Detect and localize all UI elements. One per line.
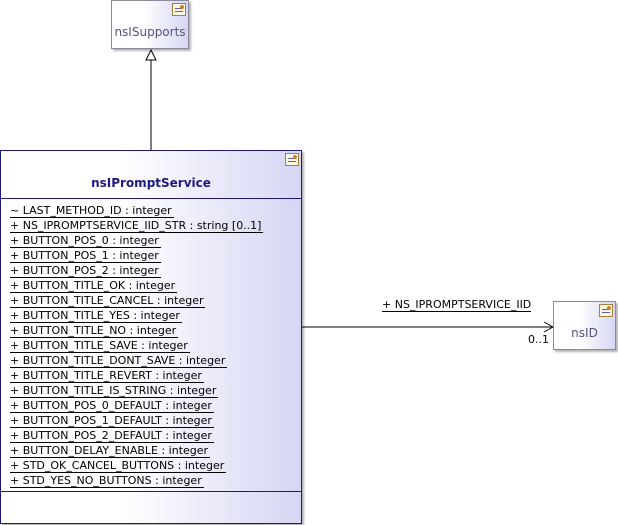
class-icon [285,153,299,166]
attribute-item[interactable]: + BUTTON_TITLE_OK : integer [10,279,178,293]
attribute-item[interactable]: + BUTTON_TITLE_YES : integer [10,309,182,323]
class-nsid[interactable]: nsID [553,301,616,350]
class-name: nsID [571,326,598,340]
operations-divider [1,491,301,492]
attribute-item[interactable]: + BUTTON_DELAY_ENABLE : integer [10,444,211,458]
class-icon [599,304,613,317]
association-multiplicity-label: 0..1 [528,333,549,346]
attribute-item[interactable]: ~ LAST_METHOD_ID : integer [10,204,174,218]
class-nsisupports[interactable]: nsISupports [111,0,189,49]
attribute-item[interactable]: + BUTTON_TITLE_DONT_SAVE : integer [10,354,228,368]
attribute-item[interactable]: + NS_IPROMPTSERVICE_IID_STR : string [0.… [10,219,264,233]
attribute-item[interactable]: + BUTTON_POS_2_DEFAULT : integer [10,429,214,443]
attribute-item[interactable]: + BUTTON_TITLE_IS_STRING : integer [10,384,219,398]
class-nsipromptservice[interactable]: nsIPromptService ~ LAST_METHOD_ID : inte… [0,150,302,524]
class-name: nsIPromptService [91,176,211,190]
attribute-item[interactable]: + BUTTON_TITLE_SAVE : integer [10,339,190,353]
attributes-divider [1,198,301,199]
attribute-item[interactable]: + BUTTON_POS_1 : integer [10,249,161,263]
attribute-item[interactable]: + STD_YES_NO_BUTTONS : integer [10,474,204,488]
generalization-arrowhead [145,48,157,61]
attribute-item[interactable]: + STD_OK_CANCEL_BUTTONS : integer [10,459,227,473]
attribute-item[interactable]: + BUTTON_POS_1_DEFAULT : integer [10,414,214,428]
association-role-label[interactable]: + NS_IPROMPTSERVICE_IID [382,298,532,312]
attribute-item[interactable]: + BUTTON_TITLE_CANCEL : integer [10,294,206,308]
attribute-item[interactable]: + BUTTON_TITLE_REVERT : integer [10,369,204,383]
attribute-item[interactable]: + BUTTON_POS_0 : integer [10,234,161,248]
attribute-item[interactable]: + BUTTON_POS_2 : integer [10,264,161,278]
attribute-item[interactable]: + BUTTON_POS_0_DEFAULT : integer [10,399,214,413]
class-name: nsISupports [114,25,186,39]
class-icon [172,3,186,16]
attribute-item[interactable]: + BUTTON_TITLE_NO : integer [10,324,179,338]
attribute-list: ~ LAST_METHOD_ID : integer + NS_IPROMPTS… [10,203,264,488]
